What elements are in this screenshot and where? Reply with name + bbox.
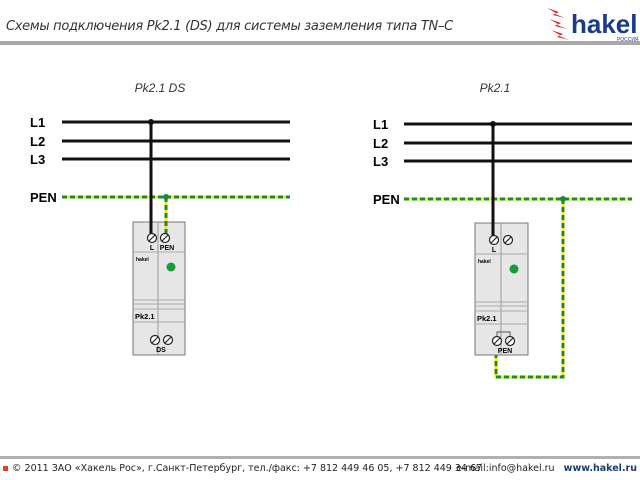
line-label-l3: L3 bbox=[30, 152, 45, 167]
status-indicator-icon bbox=[509, 264, 519, 274]
spd-device bbox=[132, 221, 186, 356]
footer: © 2011 ЗАО «Хакель Рос», г.Санкт-Петербу… bbox=[3, 463, 637, 474]
diagram-left: Pk2.1 DS L1 L2 L3 PEN L PEN hakel Pk2.1 … bbox=[30, 81, 290, 356]
device-name: Pk2.1 bbox=[477, 314, 497, 323]
svg-text:hakel: hakel bbox=[571, 9, 638, 39]
diagram-right: Pk2.1 L1 L2 L3 PEN L hakel Pk2.1 PEN bbox=[373, 81, 632, 379]
terminal-label: DS bbox=[156, 347, 166, 354]
diagram-title: Pk2.1 bbox=[480, 81, 511, 95]
device-name: Pk2.1 bbox=[135, 312, 155, 321]
terminal-label: PEN bbox=[160, 245, 174, 252]
junction-dot bbox=[148, 119, 154, 125]
bullet-icon bbox=[3, 466, 8, 471]
lightning-icon: hakel РОССИЯ bbox=[547, 8, 639, 43]
terminal-screw-icon bbox=[159, 232, 171, 244]
svg-text:РОССИЯ: РОССИЯ bbox=[617, 37, 639, 43]
line-label-pen: PEN bbox=[373, 192, 400, 207]
line-label-pen: PEN bbox=[30, 190, 57, 205]
page-title: Схемы подключения Pk2.1 (DS) для системы… bbox=[6, 19, 453, 34]
line-label-l2: L2 bbox=[30, 134, 45, 149]
diagram-title: Pk2.1 DS bbox=[135, 81, 186, 95]
terminal-screw-icon bbox=[162, 334, 174, 346]
terminal-label: L bbox=[150, 245, 155, 252]
header-divider bbox=[0, 41, 640, 45]
line-label-l1: L1 bbox=[30, 115, 45, 130]
terminal-label: PEN bbox=[498, 348, 512, 355]
line-label-l2: L2 bbox=[373, 136, 388, 151]
line-label-l1: L1 bbox=[373, 117, 388, 132]
copyright: © 2011 ЗАО «Хакель Рос», г.Санкт-Петербу… bbox=[12, 463, 483, 474]
footer-divider bbox=[0, 456, 640, 459]
device-logo: hakel bbox=[478, 259, 491, 265]
website-link[interactable]: www.hakel.ru bbox=[563, 463, 637, 474]
terminal-screw-icon bbox=[146, 232, 158, 244]
email-link[interactable]: e-mail:info@hakel.ru bbox=[456, 463, 555, 474]
terminal-label: L bbox=[492, 247, 497, 254]
device-logo: hakel bbox=[136, 257, 149, 263]
status-indicator-icon bbox=[166, 262, 176, 272]
hakel-logo: hakel РОССИЯ bbox=[545, 5, 640, 43]
line-label-l3: L3 bbox=[373, 154, 388, 169]
junction-dot bbox=[163, 194, 169, 200]
terminal-screw-icon bbox=[149, 334, 161, 346]
